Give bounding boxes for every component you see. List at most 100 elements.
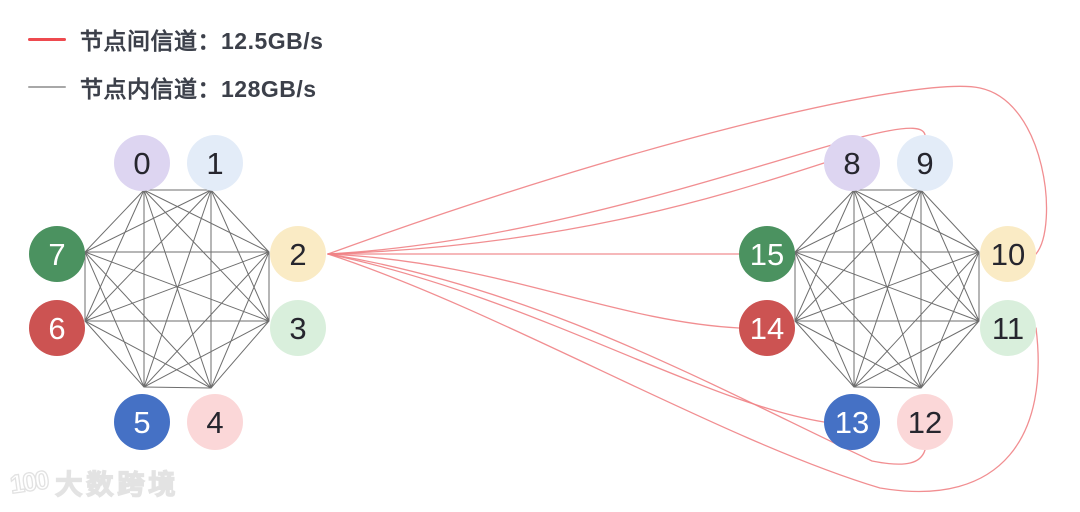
node-11-circle bbox=[980, 300, 1036, 356]
intra-edge-3-4 bbox=[210, 320, 270, 389]
node-6-label: 6 bbox=[48, 311, 65, 346]
legend: 节点间信道：12.5GB/s 节点内信道：128GB/s bbox=[28, 22, 323, 104]
node-0-circle bbox=[114, 135, 170, 191]
intra-edge-13-15 bbox=[794, 251, 855, 388]
node-1: 1 bbox=[187, 135, 243, 191]
node-10-label: 10 bbox=[991, 237, 1025, 272]
node-15-circle bbox=[739, 226, 795, 282]
intra-edge-12-13 bbox=[853, 386, 922, 389]
node-7: 7 bbox=[29, 226, 85, 282]
intra-edge-2-5 bbox=[143, 251, 270, 388]
intra-edge-10-12 bbox=[920, 251, 980, 389]
node-3: 3 bbox=[270, 300, 326, 356]
watermark-logo: 100 bbox=[7, 464, 50, 500]
node-2-label: 2 bbox=[289, 237, 306, 272]
inter-link-2-8 bbox=[327, 162, 825, 255]
intra-edge-9-10 bbox=[920, 189, 980, 253]
node-3-label: 3 bbox=[289, 311, 306, 346]
intra-edge-2-4 bbox=[210, 251, 270, 389]
node-1-label: 1 bbox=[206, 146, 223, 181]
intra-edges-layer bbox=[84, 189, 980, 389]
intra-edge-0-3 bbox=[143, 189, 270, 322]
intra-edge-9-11 bbox=[920, 189, 980, 322]
inter-link-2-9 bbox=[327, 127, 926, 255]
intra-edge-5-7 bbox=[84, 251, 145, 388]
node-8: 8 bbox=[824, 135, 880, 191]
legend-item-intra-channel: 节点内信道：128GB/s bbox=[28, 70, 323, 104]
node-13-label: 13 bbox=[835, 405, 869, 440]
inter-link-2-12 bbox=[327, 253, 926, 465]
node-0: 0 bbox=[114, 135, 170, 191]
node-15: 15 bbox=[739, 226, 795, 282]
node-6-circle bbox=[29, 300, 85, 356]
intra-edge-1-6 bbox=[84, 189, 212, 322]
node-9: 9 bbox=[897, 135, 953, 191]
node-12-circle bbox=[897, 394, 953, 450]
node-5-circle bbox=[114, 394, 170, 450]
node-10-circle bbox=[980, 226, 1036, 282]
node-14: 14 bbox=[739, 300, 795, 356]
node-8-label: 8 bbox=[843, 146, 860, 181]
intra-edge-11-15 bbox=[794, 251, 980, 322]
node-9-circle bbox=[897, 135, 953, 191]
node-13: 13 bbox=[824, 394, 880, 450]
intra-edge-9-15 bbox=[794, 189, 922, 253]
intra-edge-0-7 bbox=[84, 189, 145, 253]
intra-edge-8-11 bbox=[853, 189, 980, 322]
intra-edge-3-7 bbox=[84, 251, 270, 322]
inter-channel-line-swatch bbox=[28, 37, 66, 41]
intra-edge-4-7 bbox=[84, 251, 212, 389]
node-8-circle bbox=[824, 135, 880, 191]
watermark-text: 大数跨境 bbox=[55, 469, 180, 500]
node-14-circle bbox=[739, 300, 795, 356]
node-13-circle bbox=[824, 394, 880, 450]
intra-channel-line-swatch bbox=[28, 86, 66, 88]
node-9-label: 9 bbox=[916, 146, 933, 181]
intra-edge-12-15 bbox=[794, 251, 922, 389]
intra-edge-5-6 bbox=[84, 320, 145, 388]
inter-links-layer bbox=[327, 85, 1048, 493]
inter-link-2-14 bbox=[327, 253, 740, 329]
intra-edge-0-6 bbox=[84, 189, 145, 322]
inter-link-2-10 bbox=[327, 85, 1048, 255]
node-3-circle bbox=[270, 300, 326, 356]
legend-item-inter-channel: 节点间信道：12.5GB/s bbox=[28, 22, 323, 56]
intra-edge-8-10 bbox=[853, 189, 980, 253]
intra-edge-12-14 bbox=[794, 320, 922, 389]
node-4-circle bbox=[187, 394, 243, 450]
legend-label-intra-channel: 节点内信道：128GB/s bbox=[80, 76, 317, 102]
intra-edge-0-2 bbox=[143, 189, 270, 253]
node-15-label: 15 bbox=[750, 237, 784, 272]
node-1-circle bbox=[187, 135, 243, 191]
node-12: 12 bbox=[897, 394, 953, 450]
inter-link-2-11 bbox=[327, 253, 1039, 493]
intra-edge-8-15 bbox=[794, 189, 855, 253]
node-6: 6 bbox=[29, 300, 85, 356]
intra-edge-13-14 bbox=[794, 320, 855, 388]
inter-link-2-13 bbox=[327, 253, 825, 423]
intra-edge-1-7 bbox=[84, 189, 212, 253]
node-4: 4 bbox=[187, 394, 243, 450]
node-5-label: 5 bbox=[133, 405, 150, 440]
intra-edge-10-13 bbox=[853, 251, 980, 388]
node-12-label: 12 bbox=[908, 405, 942, 440]
node-10: 10 bbox=[980, 226, 1036, 282]
intra-edge-11-13 bbox=[853, 320, 980, 388]
intra-edge-4-6 bbox=[84, 320, 212, 389]
intra-edge-9-13 bbox=[853, 189, 922, 388]
node-7-label: 7 bbox=[48, 237, 65, 272]
intra-edge-8-14 bbox=[794, 189, 855, 322]
node-11: 11 bbox=[980, 300, 1036, 356]
intra-edge-1-5 bbox=[143, 189, 212, 388]
legend-label-inter-channel: 节点间信道：12.5GB/s bbox=[80, 28, 324, 54]
intra-edge-11-12 bbox=[920, 320, 980, 389]
watermark: 100 大数跨境 bbox=[7, 463, 180, 502]
node-5: 5 bbox=[114, 394, 170, 450]
intra-edge-1-3 bbox=[210, 189, 270, 322]
node-4-label: 4 bbox=[206, 405, 223, 440]
intra-edge-9-14 bbox=[794, 189, 922, 322]
node-7-circle bbox=[29, 226, 85, 282]
